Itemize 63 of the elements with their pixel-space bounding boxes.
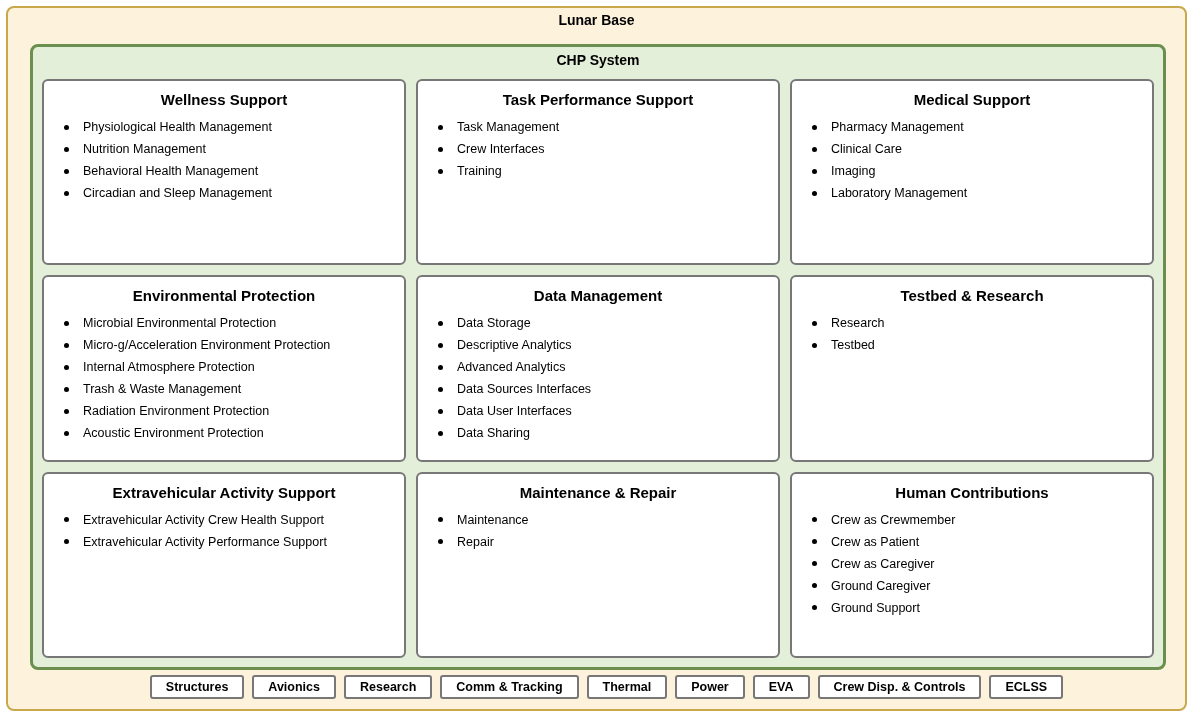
category-card [42, 275, 406, 462]
card-heading: Medical Support [912, 91, 1032, 108]
bullet-item: Crew as Crewmember [831, 511, 956, 529]
bullet-item: Research [831, 315, 885, 333]
bullet-item: Data Sharing [457, 425, 530, 443]
bullet-item: Data User Interfaces [457, 403, 572, 421]
category-card [790, 471, 1154, 658]
subsystem-box: ECLSS [989, 675, 1064, 699]
card-heading: Environmental Protection [131, 287, 317, 305]
category-card [416, 79, 780, 266]
panel-title: CHP System [555, 52, 641, 68]
bullet-item: Laboratory Management [831, 185, 968, 202]
bullet-item: Behavioral Health Management [83, 163, 259, 180]
category-card [790, 275, 1154, 462]
bullet-item: Acoustic Environment Protection [83, 425, 264, 443]
subsystem-box: Power [675, 675, 745, 699]
bullet-item: Advanced Analytics [457, 359, 566, 377]
bullet-item: Testbed [831, 337, 875, 355]
card-heading: Extravehicular Activity Support [111, 483, 337, 501]
bullet-item: Data Sources Interfaces [457, 381, 592, 399]
subsystem-box: Structures [149, 675, 245, 699]
bullet-item: Internal Atmosphere Protection [83, 359, 255, 377]
bullet-item: Nutrition Management [83, 141, 206, 158]
bullet-item: Repair [457, 533, 494, 551]
subsystem-box: Thermal [586, 675, 668, 699]
bullet-item: Descriptive Analytics [457, 337, 572, 355]
bullet-item: Extravehicular Activity Performance Support [83, 533, 327, 551]
category-card [42, 79, 406, 266]
subsystem-box: Crew Disp. & Controls [817, 675, 982, 699]
subsystem-box: Comm & Tracking [440, 675, 579, 699]
bullet-item: Crew Interfaces [457, 141, 545, 158]
bullet-item: Task Management [457, 119, 560, 136]
bullet-item: Maintenance [457, 511, 529, 529]
category-card [790, 79, 1154, 266]
category-card [416, 275, 780, 462]
bullet-item: Ground Caregiver [831, 577, 931, 595]
bullet-item: Ground Support [831, 599, 920, 617]
category-card [416, 471, 780, 658]
category-card [42, 471, 406, 658]
bullet-item: Clinical Care [831, 141, 902, 158]
subsystem-box: Avionics [252, 675, 336, 699]
bullet-item: Circadian and Sleep Management [83, 185, 272, 202]
bullet-item: Physiological Health Management [83, 119, 272, 136]
card-heading: Human Contributions [894, 483, 1050, 501]
bullet-item: Pharmacy Management [831, 119, 964, 136]
bullet-item: Training [457, 163, 502, 180]
frame-title: Lunar Base [557, 12, 636, 28]
bullet-item: Crew as Caregiver [831, 555, 935, 573]
card-heading: Testbed & Research [899, 287, 1045, 305]
bullet-item: Crew as Patient [831, 533, 920, 551]
card-heading: Task Performance Support [501, 91, 695, 108]
bullet-item: Data Storage [457, 315, 531, 333]
bullet-item: Radiation Environment Protection [83, 403, 270, 421]
card-heading: Data Management [532, 287, 664, 305]
bullet-item: Microbial Environmental Protection [83, 315, 277, 333]
card-heading: Maintenance & Repair [518, 483, 678, 501]
bullet-item: Trash & Waste Management [83, 381, 242, 399]
bullet-item: Micro-g/Acceleration Environment Protection [83, 337, 331, 355]
subsystem-box: Research [344, 675, 433, 699]
bullet-item: Extravehicular Activity Crew Health Support [83, 511, 325, 529]
bullet-item: Imaging [831, 163, 876, 180]
subsystem-box: EVA [752, 675, 810, 699]
card-heading: Wellness Support [159, 91, 289, 108]
